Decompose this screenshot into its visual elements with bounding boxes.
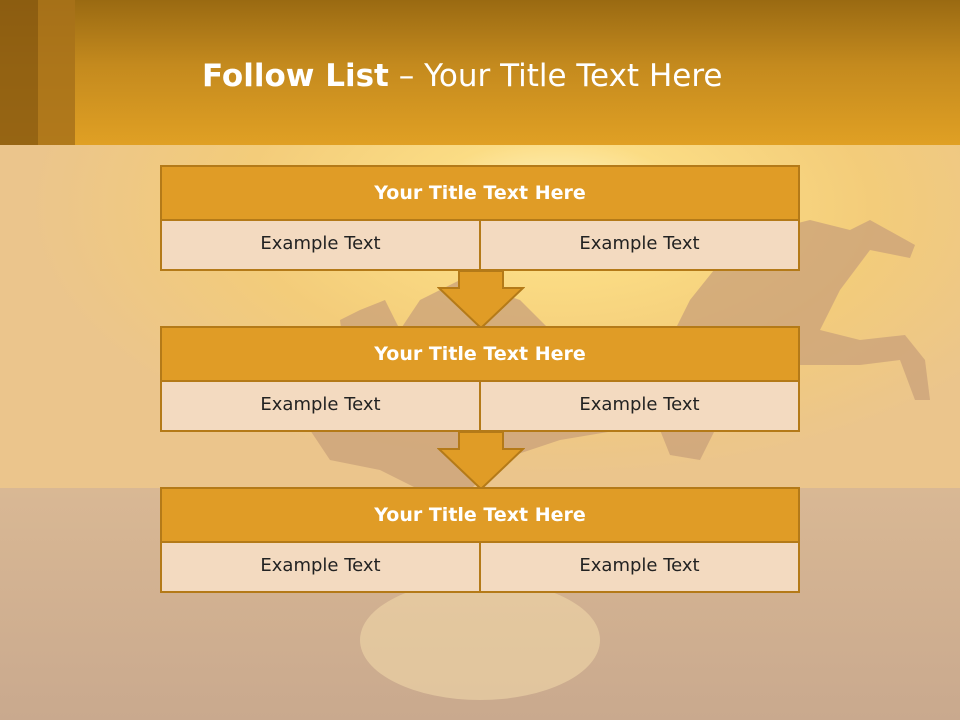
- block-cell-left: Example Text: [160, 221, 481, 271]
- list-block: Your Title Text Here Example Text Exampl…: [160, 487, 800, 593]
- header-bar: [0, 0, 960, 145]
- list-block: Your Title Text Here Example Text Exampl…: [160, 326, 800, 432]
- block-row: Example Text Example Text: [160, 382, 800, 432]
- block-cell-right: Example Text: [479, 543, 800, 593]
- block-cell-right: Example Text: [479, 221, 800, 271]
- down-arrow-icon: [437, 270, 525, 330]
- slide-title-bold: Follow List: [202, 58, 389, 94]
- list-block: Your Title Text Here Example Text Exampl…: [160, 165, 800, 271]
- block-row: Example Text Example Text: [160, 221, 800, 271]
- header-accent-strip: [0, 0, 38, 145]
- block-cell-right: Example Text: [479, 382, 800, 432]
- slide-title-rest: – Your Title Text Here: [388, 58, 723, 94]
- block-title: Your Title Text Here: [160, 487, 800, 543]
- block-title: Your Title Text Here: [160, 326, 800, 382]
- down-arrow-icon: [437, 431, 525, 491]
- block-title: Your Title Text Here: [160, 165, 800, 221]
- block-cell-left: Example Text: [160, 382, 481, 432]
- block-row: Example Text Example Text: [160, 543, 800, 593]
- block-cell-left: Example Text: [160, 543, 481, 593]
- header-accent-strip: [38, 0, 75, 145]
- slide-title: Follow List – Your Title Text Here: [202, 54, 722, 102]
